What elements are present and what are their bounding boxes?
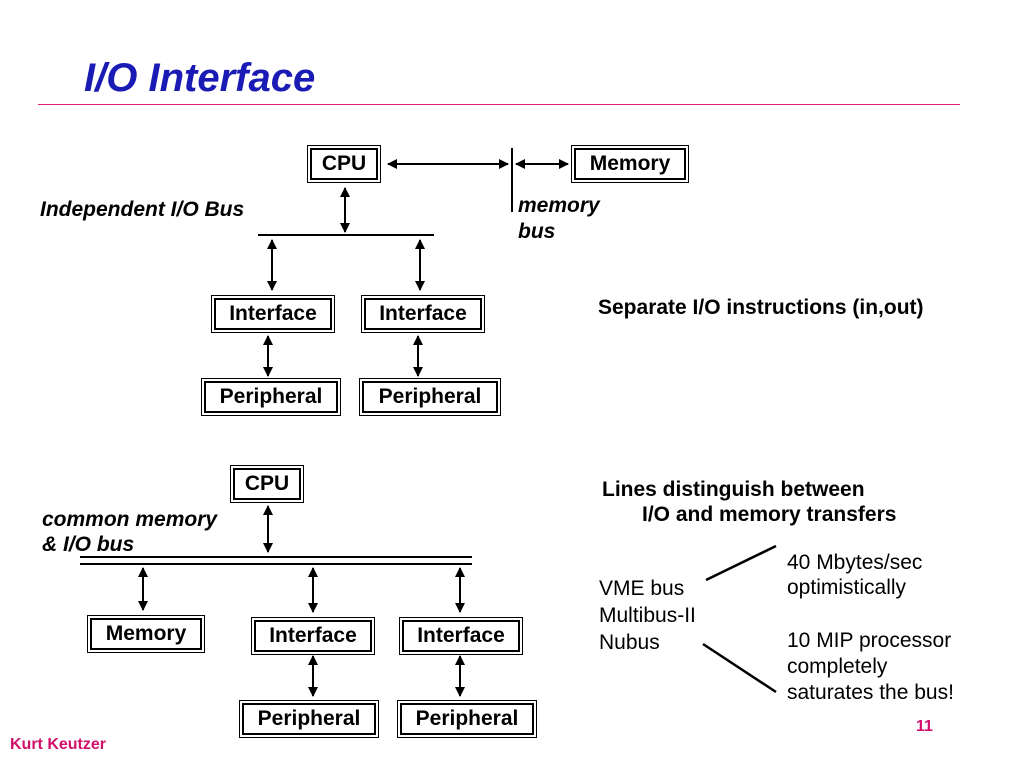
top-interface-1-box: Interface [211,295,335,333]
bottom-peripheral-2-box: Peripheral [397,700,537,738]
top-memory-box: Memory [571,145,689,183]
bottom-cpu-box: CPU [230,465,304,503]
top-interface-2-box: Interface [361,295,485,333]
bottom-memory-box: Memory [87,615,205,653]
memory-bus-label-line1: memory [518,194,600,217]
nubus-saturation-callout-line [702,642,777,694]
page-number: 11 [916,718,933,735]
lines-distinguish-line2: I/O and memory transfers [642,503,897,526]
top-peripheral-2-box: Peripheral [359,378,501,416]
speed-note-line1: 40 Mbytes/sec [787,551,923,574]
bus-list-item-vme: VME bus [599,577,685,600]
bottom-interface-1-box: Interface [251,617,375,655]
top-cpu-box: CPU [307,145,381,183]
author-footer: Kurt Keutzer [10,736,107,753]
independent-io-bus-label: Independent I/O Bus [40,198,245,221]
separate-io-instructions-note: Separate I/O instructions (in,out) [598,296,924,319]
speed-note-line2: optimistically [787,576,907,599]
vme-speed-callout-line [705,544,777,582]
lines-distinguish-line1: Lines distinguish between [602,478,865,501]
slide-title: I/O Interface [84,56,316,100]
bus-list-item-multibus: Multibus-II [599,604,696,627]
bus-list-item-nubus: Nubus [599,631,660,654]
bottom-peripheral-1-box: Peripheral [239,700,379,738]
memory-bus-label-line2: bus [518,220,556,243]
saturation-note-line1: 10 MIP processor [787,629,952,652]
common-bus-label-line1: common memory [42,508,218,531]
saturation-note-line2: completely [787,655,888,678]
top-peripheral-1-box: Peripheral [201,378,341,416]
bottom-interface-2-box: Interface [399,617,523,655]
common-bus-label-line2: & I/O bus [42,533,135,556]
saturation-note-line3: saturates the bus! [787,681,954,704]
title-underline [38,104,960,105]
